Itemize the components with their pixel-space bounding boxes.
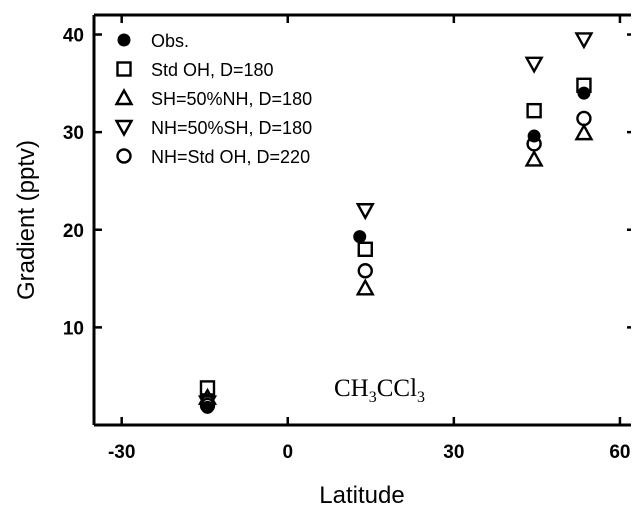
y-tick-label: 30 (63, 123, 84, 144)
y-tick-label: 40 (63, 26, 84, 47)
data-point (576, 77, 592, 93)
x-axis-title: Latitude (319, 482, 404, 509)
legend-label: Obs. (151, 31, 189, 51)
plot-area (92, 13, 631, 427)
data-point (524, 56, 544, 74)
data-markers (197, 32, 594, 414)
y-tick-label: 20 (63, 221, 84, 242)
legend-marker (116, 148, 132, 164)
x-tick-label: 0 (282, 442, 293, 463)
x-tick-label: 30 (443, 442, 464, 463)
legend-label: SH=50%NH, D=180 (151, 89, 312, 109)
data-point (576, 110, 592, 127)
data-point (577, 86, 591, 100)
y-tick-label: 10 (63, 318, 84, 339)
legend-marker (116, 61, 132, 77)
x-tick-label: -30 (108, 442, 135, 463)
data-point (357, 241, 373, 257)
data-point (199, 397, 216, 414)
legend-marker (117, 33, 131, 47)
data-point (355, 203, 375, 221)
data-point (355, 278, 375, 296)
data-point (574, 123, 594, 141)
annotation-sub-2: 3 (417, 389, 425, 406)
data-point (197, 395, 218, 413)
data-point (574, 32, 594, 50)
legend-label: Std OH, D=180 (151, 60, 274, 80)
legend-marker (114, 119, 134, 137)
data-point (526, 136, 542, 152)
x-tick-label: 60 (609, 442, 630, 463)
legend-label: NH=50%SH, D=180 (151, 118, 312, 138)
data-point (199, 380, 216, 396)
legend-label: NH=Std OH, D=220 (151, 147, 310, 167)
annotation-main: CH (334, 375, 369, 402)
axes: -30 0 30 60 10 20 30 40 (63, 15, 631, 463)
data-point (526, 102, 542, 119)
legend-marker (114, 88, 134, 106)
annotation-sub-1: 3 (369, 389, 377, 406)
data-point (357, 263, 373, 279)
y-axis-title: Gradient (pptv) (13, 140, 40, 300)
data-point (353, 230, 367, 244)
data-point (524, 149, 544, 167)
annotation-middle: CCl (377, 375, 417, 402)
compound-annotation: CH3CCl3 (334, 375, 425, 406)
